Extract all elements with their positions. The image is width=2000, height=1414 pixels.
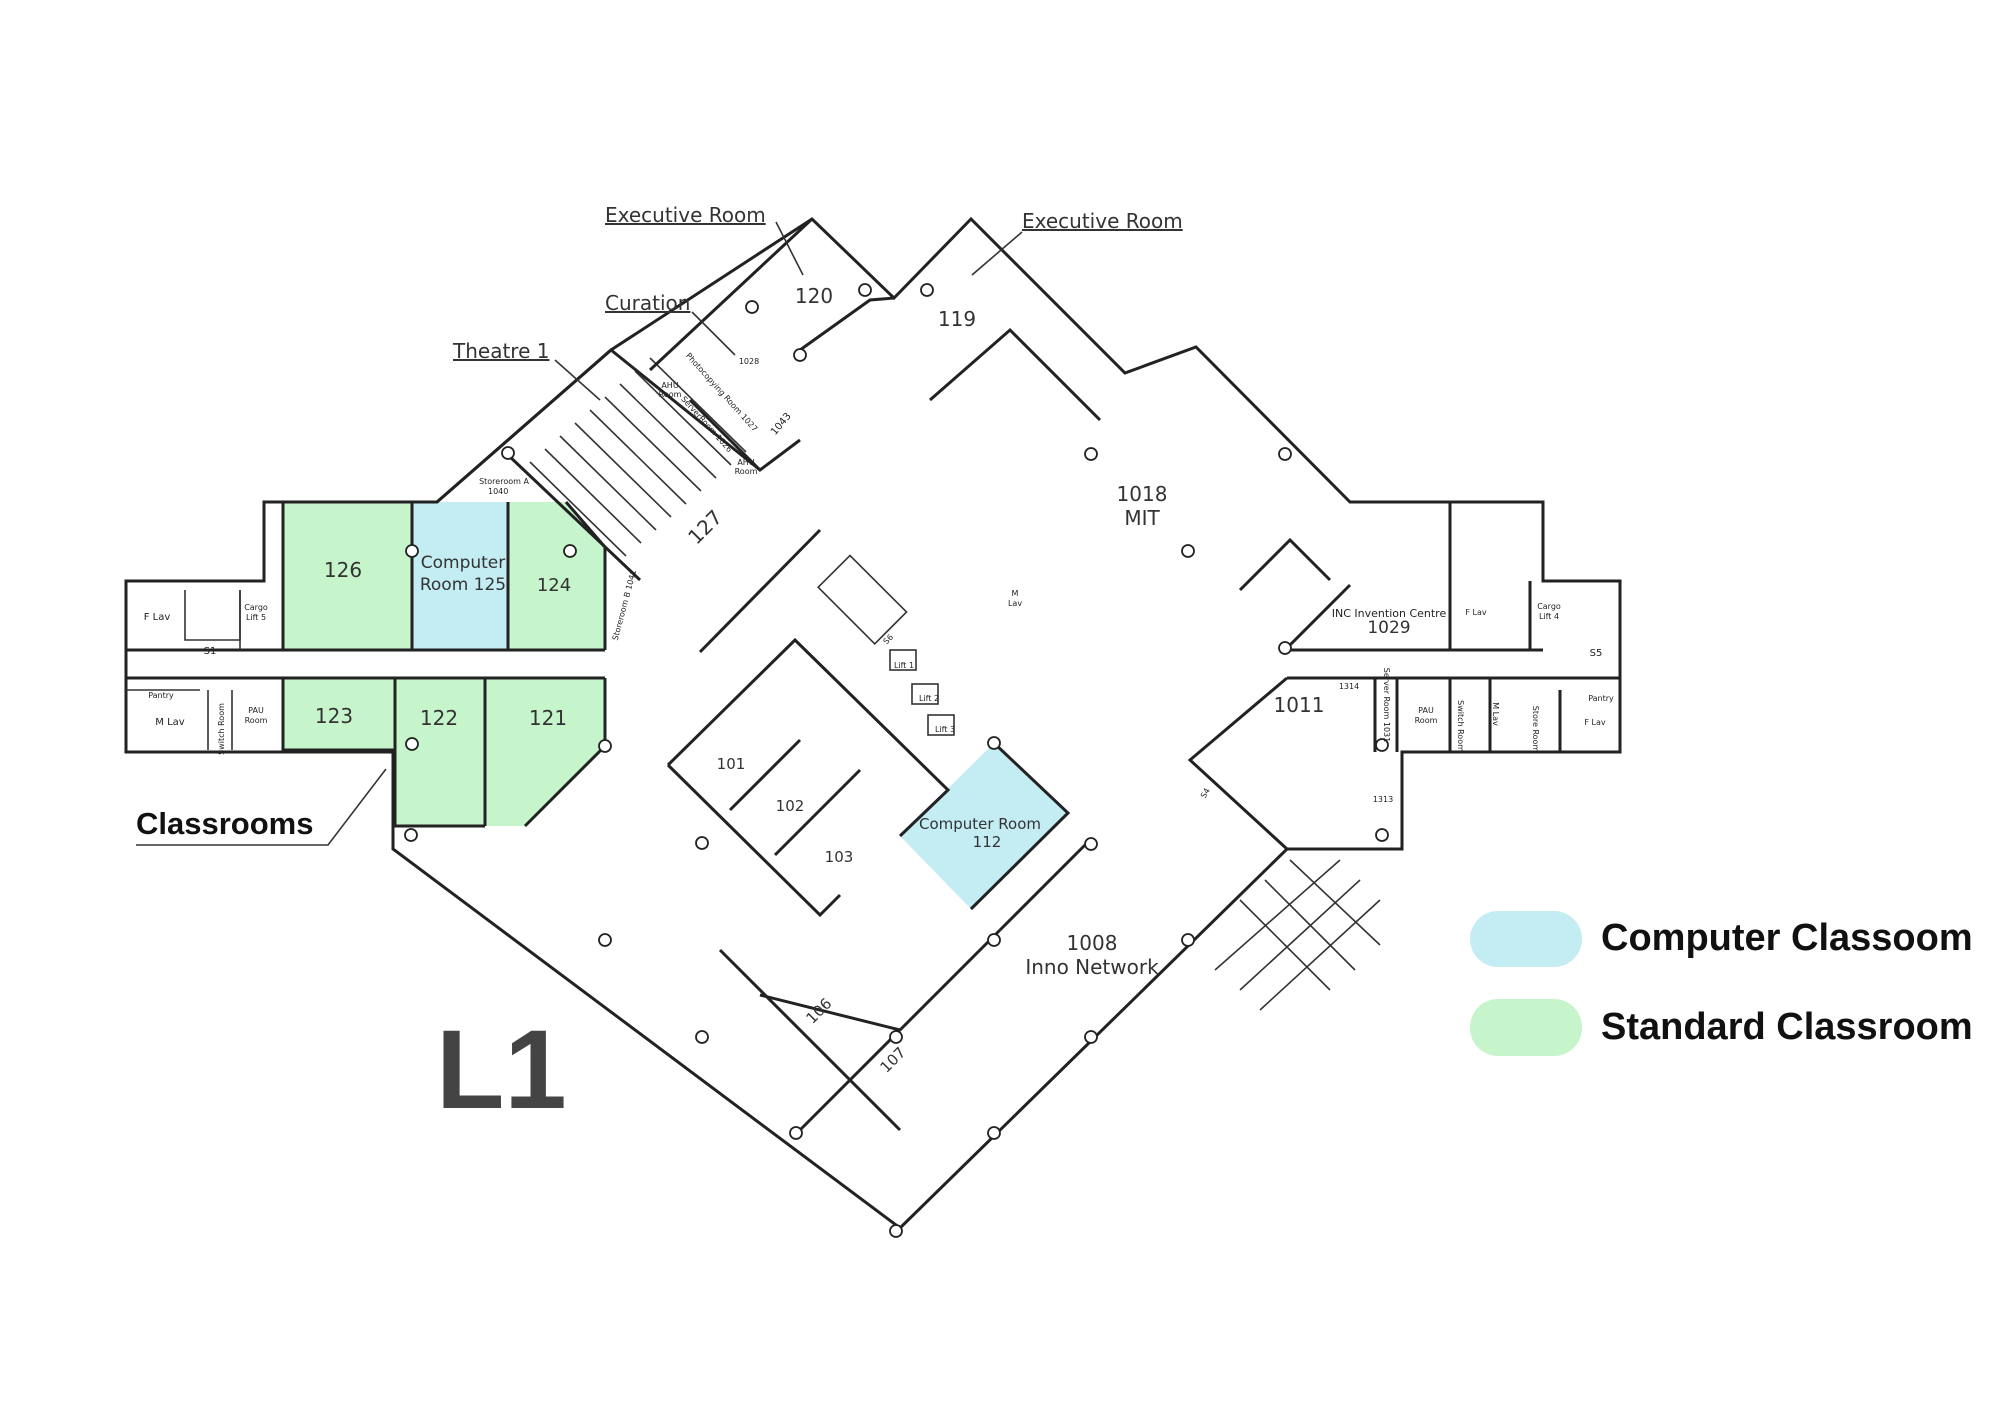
ahu-room-1-line1: AHU (661, 381, 678, 390)
callout-curation: Curation (605, 291, 690, 315)
ahu-room-2-line1: AHU (737, 458, 754, 467)
room-125-label-line1: Computer (421, 553, 506, 573)
storeroom-a-line1: Storeroom A (479, 477, 529, 486)
pau-room-right-line1: PAU (1418, 706, 1434, 715)
room-1011-label: 1011 (1274, 693, 1325, 717)
room-120-label: 120 (795, 284, 833, 308)
pantry-right-label: Pantry (1588, 694, 1614, 703)
room-124-label: 124 (537, 575, 571, 596)
room-1008-number: 1008 (1067, 931, 1118, 955)
cargo-lift-4-line2: Lift 4 (1539, 612, 1559, 621)
lift-1-label: Lift 1 (894, 661, 914, 670)
room-126-fill[interactable] (283, 502, 412, 650)
room-1008-name: Inno Network (1025, 955, 1159, 979)
lift-3-label: Lift 3 (935, 725, 955, 734)
room-112-label-line2: 112 (973, 833, 1002, 851)
switch-room-left-label: Switch Room (217, 703, 226, 755)
ahu-room-2-line2: Room (735, 467, 758, 476)
lift-2-label: Lift 2 (919, 694, 939, 703)
m-lav-center-line1: M (1012, 589, 1019, 598)
storeroom-b-label: Storeroom B 1041 (611, 569, 639, 642)
level-label: L1 (436, 1007, 567, 1132)
callout-classrooms: Classrooms (136, 806, 313, 841)
callout-executive-room-left: Executive Room (605, 203, 766, 227)
room-122-label: 122 (420, 706, 458, 730)
s5-label: S5 (1590, 648, 1603, 659)
f-lav-right-label: F Lav (1584, 718, 1606, 727)
room-121-label: 121 (529, 706, 567, 730)
f-lav-left-label: F Lav (144, 612, 171, 623)
server-room-1031-label: Server Room 1031 (1382, 668, 1391, 742)
room-125-label-line2: Room 125 (420, 575, 506, 595)
cargo-lift-5-line1: Cargo (244, 603, 268, 612)
room-103-label: 103 (825, 848, 854, 866)
pau-room-right-line2: Room (1415, 716, 1438, 725)
store-room-right-label: Store Room (1531, 706, 1540, 753)
room-1028-label: 1028 (739, 357, 759, 366)
room-123-label: 123 (315, 704, 353, 728)
room-1314-label: 1314 (1339, 682, 1359, 691)
room-112-fill[interactable] (900, 743, 1068, 909)
room-1029-name: INC Invention Centre (1332, 607, 1447, 620)
cargo-lift-4-line1: Cargo (1537, 602, 1561, 611)
s1-label: S1 (204, 646, 217, 657)
room-123-fill[interactable] (283, 678, 395, 750)
m-lav-left-label: M Lav (155, 717, 185, 728)
room-121-fill[interactable] (485, 678, 605, 826)
room-124-fill[interactable] (508, 502, 605, 650)
pau-room-left-line1: PAU (248, 706, 264, 715)
m-lav-center-line2: Lav (1008, 599, 1022, 608)
columns (404, 283, 1389, 1238)
m-lav-right-label: M Lav (1491, 702, 1500, 726)
pau-room-left-line2: Room (245, 716, 268, 725)
storeroom-a-line2: 1040 (488, 487, 508, 496)
building-outline (124, 216, 1622, 1230)
legend: Computer Classoom Standard Classroom (1470, 911, 1973, 1056)
room-1029-number: 1029 (1367, 618, 1410, 638)
room-127-label: 127 (683, 505, 727, 549)
legend-swatch-computer (1470, 911, 1582, 967)
room-1313-label: 1313 (1373, 795, 1393, 804)
room-119-label: 119 (938, 307, 976, 331)
callout-theatre: Theatre 1 (452, 339, 549, 363)
room-fills (283, 502, 1068, 909)
walls (124, 216, 1622, 1230)
room-122-fill[interactable] (395, 678, 485, 826)
room-102-label: 102 (776, 797, 805, 815)
switch-room-right-label: Switch Room (1456, 700, 1465, 752)
callout-executive-room-right: Executive Room (1022, 209, 1183, 233)
room-101-label: 101 (717, 755, 746, 773)
f-lav-1029-label: F Lav (1465, 608, 1487, 617)
room-1018-name: MIT (1124, 506, 1160, 530)
legend-label-standard: Standard Classroom (1601, 1006, 1973, 1048)
legend-label-computer: Computer Classoom (1601, 917, 1973, 959)
cargo-lift-5-line2: Lift 5 (246, 613, 266, 622)
room-125-fill[interactable] (412, 502, 508, 650)
room-106-label: 106 (803, 995, 836, 1028)
room-126-label: 126 (324, 558, 362, 582)
room-1018-number: 1018 (1117, 482, 1168, 506)
pantry-left-label: Pantry (148, 691, 174, 700)
ahu-room-1-line2: Room (659, 390, 682, 399)
s4-label: S4 (1199, 787, 1212, 800)
legend-swatch-standard (1470, 999, 1582, 1056)
room-1043-label: 1043 (769, 411, 794, 438)
callouts: Executive Room Executive Room Curation T… (136, 203, 1183, 846)
room-112-label-line1: Computer Room (919, 815, 1041, 833)
